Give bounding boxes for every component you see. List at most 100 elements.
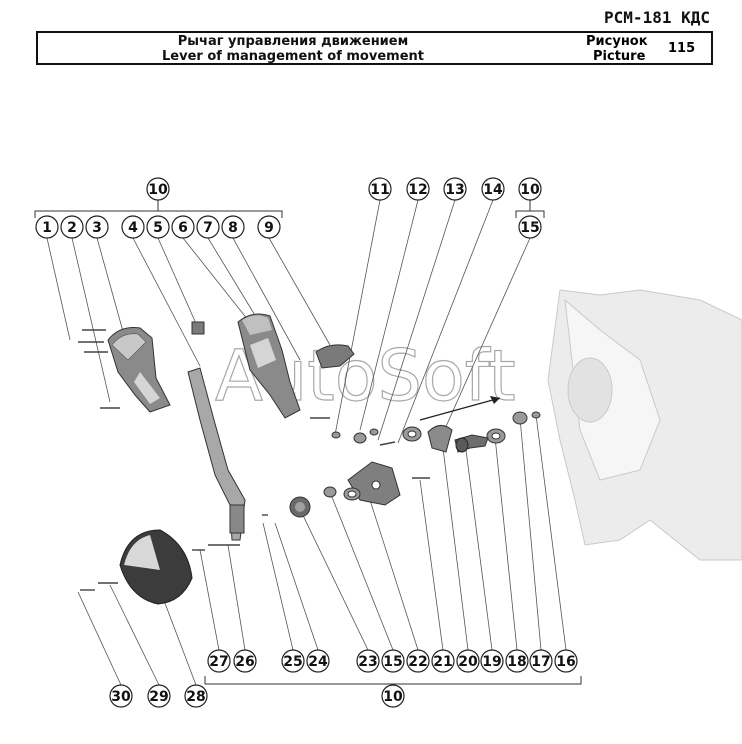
callout-5: 5 [146,215,170,239]
callout-27: 27 [207,649,231,673]
callout-label: 14 [483,182,503,198]
callout-15: 15 [381,649,405,673]
callout-13: 13 [443,177,467,201]
part-pivot-arm [454,434,489,453]
callout-circle [207,649,231,673]
callout-circle [406,649,430,673]
callout-circle [281,649,305,673]
callout-17: 17 [529,649,553,673]
callout-label: 21 [433,654,452,670]
callout-label: 15 [383,654,402,670]
callout-circle [529,649,553,673]
callout-label: 10 [383,689,403,705]
callout-label: 19 [482,654,501,670]
callout-label: 7 [203,220,213,236]
callout-label: 28 [186,689,205,705]
callout-circle [381,684,405,708]
combine-silhouette [547,289,742,561]
callout-label: 8 [228,220,238,236]
callout-8: 8 [221,215,245,239]
callout-circle [147,684,171,708]
part-small-screws [78,329,330,591]
part-grip-knob [315,344,355,369]
callout-7: 7 [196,215,220,239]
callout-label: 23 [358,654,377,670]
callout-19: 19 [480,649,504,673]
callout-6: 6 [171,215,195,239]
callout-2: 2 [60,215,84,239]
callout-10: 10 [518,177,542,201]
model-name: РСМ-181 КДС [604,8,710,27]
callout-label: 13 [445,182,464,198]
picture-number: 115 [668,41,696,56]
callout-label: 24 [308,654,328,670]
callout-label: 29 [149,689,168,705]
callout-15: 15 [518,215,542,239]
callout-3: 3 [85,215,109,239]
callout-label: 12 [408,182,427,198]
callout-label: 1 [42,220,52,236]
callout-30: 30 [109,684,133,708]
callout-25: 25 [281,649,305,673]
picture-label-ru: Рисунок [586,34,648,49]
callout-label: 25 [283,654,302,670]
callout-label: 11 [370,182,389,198]
callout-circle [121,215,145,239]
callout-label: 6 [178,220,188,236]
callout-14: 14 [481,177,505,201]
part-washers [323,411,541,501]
callout-10: 10 [146,177,170,201]
callout-22: 22 [406,649,430,673]
part-cam-plate [427,425,453,453]
part-lever-rod [187,367,246,541]
callout-circle [518,215,542,239]
title-en: Lever of management of movement [162,49,424,64]
callout-circle [406,177,430,201]
callout-18: 18 [505,649,529,673]
callout-label: 16 [556,654,575,670]
callout-label: 5 [153,220,163,236]
callout-circle [221,215,245,239]
callout-12: 12 [406,177,430,201]
part-bolts [379,441,430,479]
callout-circle [518,177,542,201]
callout-11: 11 [368,177,392,201]
callout-circle [306,649,330,673]
direction-arrow [419,396,501,421]
callout-label: 9 [264,220,274,236]
callout-circle [356,649,380,673]
callout-circle [146,215,170,239]
callout-circle [481,177,505,201]
callout-9: 9 [257,215,281,239]
callout-circle [368,177,392,201]
title-block: Рычаг управления движением Lever of mana… [36,31,713,65]
callout-4: 4 [121,215,145,239]
part-bushing [289,496,311,518]
callout-circle [196,215,220,239]
callout-label: 22 [408,654,427,670]
callout-circle [35,215,59,239]
callout-label: 26 [235,654,254,670]
part-bracket-plate [347,461,401,506]
callout-28: 28 [184,684,208,708]
callout-circle [184,684,208,708]
callout-label: 3 [92,220,102,236]
callout-circle [146,177,170,201]
callout-label: 30 [111,689,131,705]
callout-26: 26 [233,649,257,673]
callout-circle [431,649,455,673]
callout-circle [381,649,405,673]
callout-label: 17 [531,654,550,670]
callout-16: 16 [554,649,578,673]
callout-23: 23 [356,649,380,673]
part-cover-boot [119,529,193,605]
callout-24: 24 [306,649,330,673]
callout-circle [109,684,133,708]
callout-label: 20 [458,654,478,670]
callout-label: 10 [520,182,540,198]
callout-circle [456,649,480,673]
callout-label: 27 [209,654,228,670]
callout-1: 1 [35,215,59,239]
callout-circle [480,649,504,673]
part-handle-right [237,313,301,419]
